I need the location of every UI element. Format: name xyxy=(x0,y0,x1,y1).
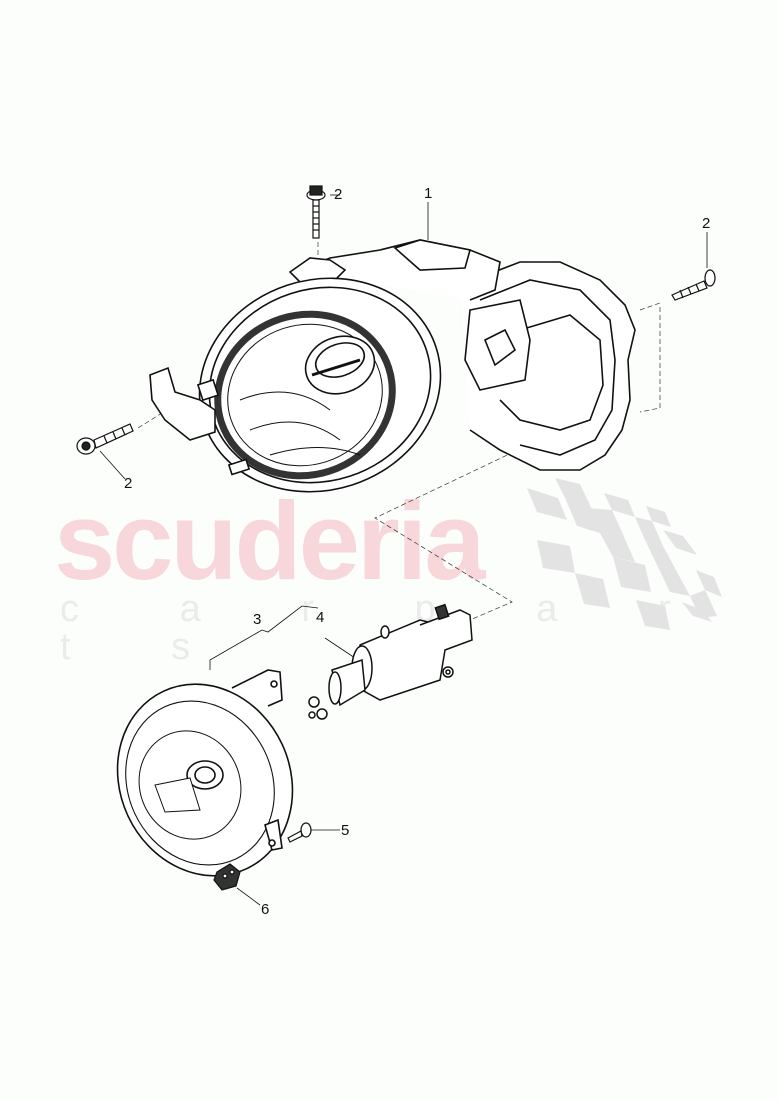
callout-3[interactable]: 3 xyxy=(253,611,262,628)
callout-1[interactable]: 1 xyxy=(424,185,433,202)
leader-lines xyxy=(99,194,708,906)
connector-icon xyxy=(308,696,328,720)
callout-6[interactable]: 6 xyxy=(261,901,270,918)
headlamp-housing-icon xyxy=(149,239,636,493)
screw-icon xyxy=(287,822,312,843)
callout-5[interactable]: 5 xyxy=(341,822,350,839)
clip-nut-icon xyxy=(213,863,241,891)
watermark-tagline: c a r p a r t s xyxy=(60,588,716,668)
fog-lamp-insert-icon xyxy=(116,669,294,877)
callout-4[interactable]: 4 xyxy=(316,609,325,626)
watermark-brand: scuderia xyxy=(54,480,485,603)
checkered-flag-icon xyxy=(527,478,722,630)
screw-tip-icon xyxy=(434,603,450,621)
bolt-top-icon xyxy=(306,185,326,239)
callout-2-top[interactable]: 2 xyxy=(334,186,343,203)
callout-2-left[interactable]: 2 xyxy=(124,475,133,492)
bolt-right-icon xyxy=(671,269,716,301)
bulb-socket-icon xyxy=(308,603,473,720)
bolt-left-icon xyxy=(76,423,134,455)
callout-2-right[interactable]: 2 xyxy=(702,215,711,232)
